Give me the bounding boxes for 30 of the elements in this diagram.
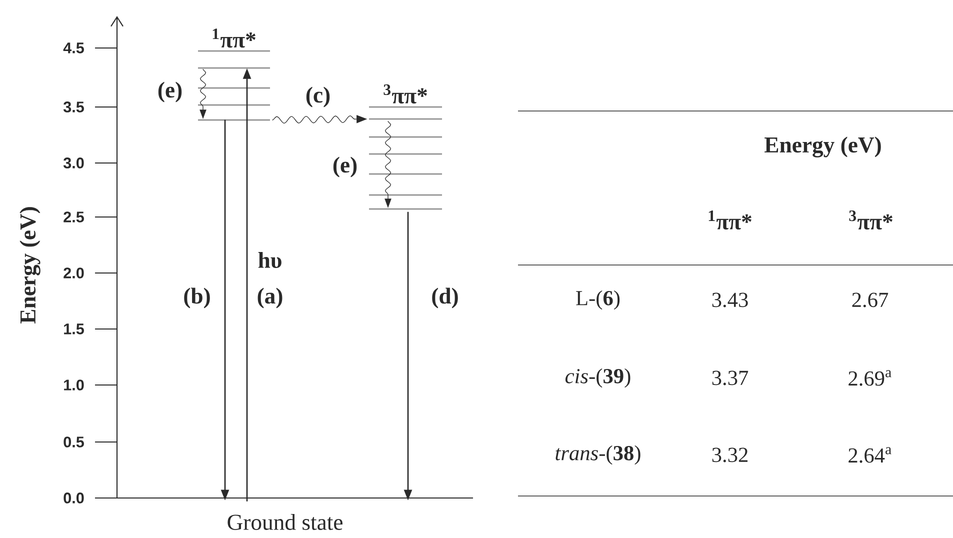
table-cell: L-(6) — [576, 290, 620, 310]
edge-label: (a) — [258, 288, 282, 308]
table-cell: 3.37 — [712, 370, 748, 386]
table-header: $^{3}$ππ* — [849, 210, 892, 230]
state-label: Ground state — [228, 514, 342, 530]
edge-label: (c) — [306, 86, 330, 108]
tick-label: 2.5 — [64, 212, 84, 222]
table-cell: cis-(39) — [565, 368, 630, 388]
tick-label: 4.5 — [63, 42, 84, 54]
table-cell: 3.43 — [712, 292, 748, 308]
edge-label: (d) — [432, 288, 458, 308]
table-cell: trans-(38) — [556, 445, 640, 465]
tick-label: 3.5 — [63, 102, 84, 112]
table-header: $^{1}$ππ* — [708, 210, 752, 230]
table-cell: 2.69$^{a}$ — [848, 370, 892, 386]
table-cell: 2.64$^{a}$ — [848, 447, 892, 463]
tick-label: 3.0 — [63, 158, 84, 168]
edge-label: (b) — [184, 288, 210, 308]
tick-label: 2.0 — [64, 268, 84, 278]
axis-title: Energy (eV) — [20, 207, 40, 324]
table-header: Energy (eV) — [764, 136, 881, 158]
table-cell: 2.67 — [852, 292, 888, 308]
tick-label: 0.0 — [64, 492, 84, 504]
tick-label: 1.0 — [64, 380, 84, 390]
energy-level-stack: $^{3}$ππ* — [369, 84, 442, 210]
tick-label: 1.5 — [64, 324, 84, 334]
energy-level-stack: $^{1}$ππ* — [198, 28, 270, 121]
table-cell: 3.32 — [712, 448, 748, 462]
tick-label: 0.5 — [64, 436, 84, 448]
photon-label: hυ — [258, 252, 282, 268]
